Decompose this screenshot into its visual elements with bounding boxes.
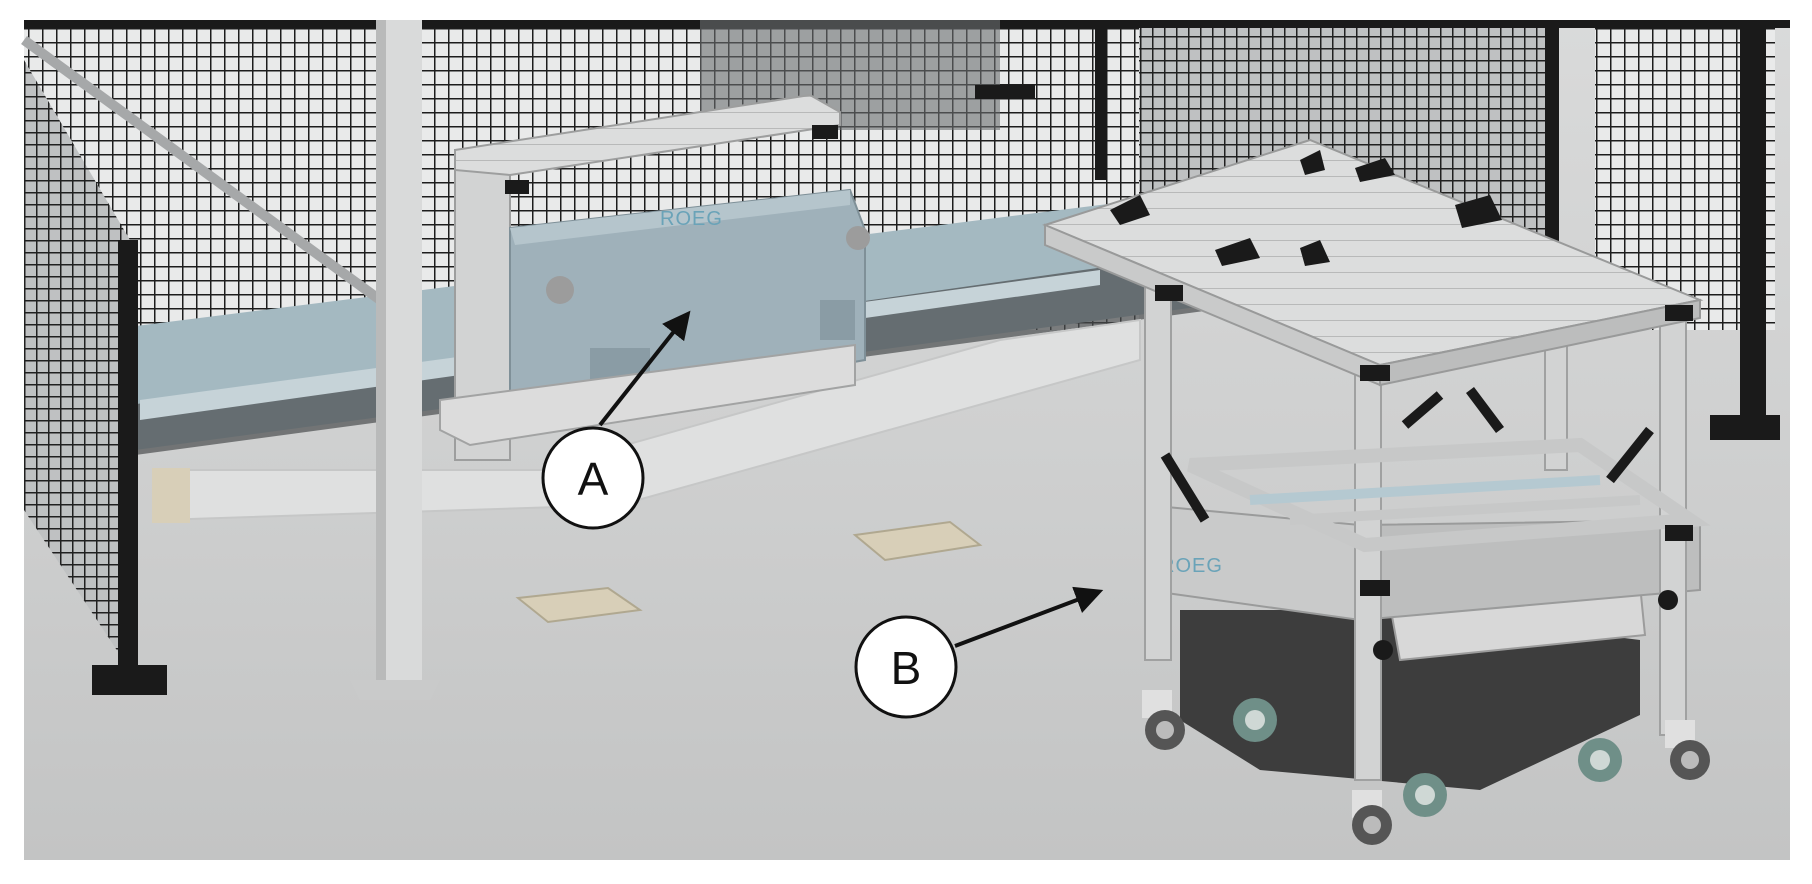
floor-pad (152, 468, 190, 523)
callout-a-letter: A (578, 453, 609, 505)
pillar (350, 20, 440, 700)
agv-cart: ROEG (1042, 138, 1711, 845)
agv-logo: ROEG (1160, 555, 1223, 577)
floor-pad (515, 586, 643, 624)
callout-b-arrow (954, 586, 1104, 648)
callout-b-circle (854, 615, 958, 719)
caster-wheel (1142, 690, 1185, 750)
fixture-logo: ROEG (660, 208, 723, 230)
agv-wheel (1578, 738, 1622, 782)
callout-a-circle (541, 426, 645, 530)
caster-wheel (1665, 720, 1710, 780)
agv-wheel (1233, 698, 1277, 742)
agv-wheel (1403, 773, 1447, 817)
photo-area: ROEG ROEG (21, 20, 1790, 860)
callout-b: B (854, 586, 1104, 719)
callout-a-arrow (598, 310, 691, 427)
callout-a: A (541, 310, 691, 530)
left-fence (21, 35, 383, 695)
caster-wheel (1352, 790, 1392, 845)
callout-b-letter: B (891, 642, 922, 694)
floor-pad (852, 520, 983, 562)
back-fence (24, 20, 1790, 440)
